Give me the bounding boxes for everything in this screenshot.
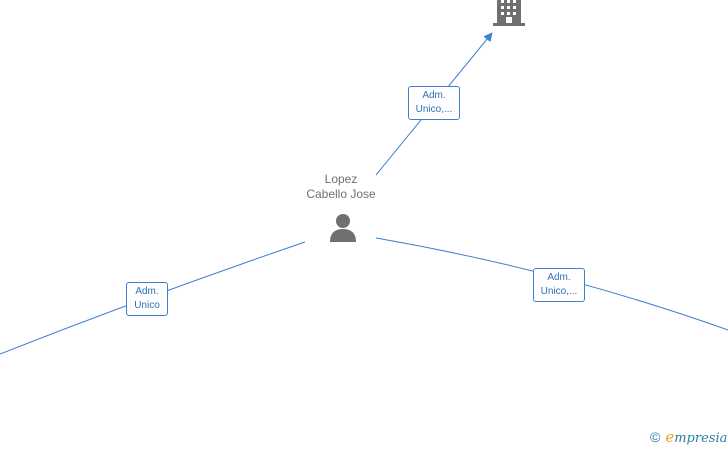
brand-name-rest: mpresia: [674, 431, 728, 446]
person-name[interactable]: Lopez Cabello Jose: [281, 172, 401, 202]
edge-label-right[interactable]: Adm. Unico,...: [533, 268, 585, 302]
copyright-symbol: ©: [650, 429, 661, 445]
edge-role-line2: Unico: [134, 300, 160, 311]
person-name-line2: Cabello Jose: [306, 187, 376, 201]
edge-role-line2: Unico,...: [540, 286, 578, 297]
brand-first-letter: e: [665, 428, 675, 446]
building-icon[interactable]: [491, 0, 527, 30]
person-name-line1: Lopez: [324, 172, 358, 186]
brand-logo: ©empresia: [650, 428, 727, 446]
edge-label-left[interactable]: Adm. Unico: [126, 282, 168, 316]
person-icon[interactable]: [327, 212, 359, 244]
edge-role-line1: Adm.: [547, 272, 571, 283]
edge-label-company[interactable]: Adm. Unico,...: [408, 86, 460, 120]
edge-role-line1: Adm.: [135, 286, 159, 297]
edge-role-line1: Adm.: [422, 90, 446, 101]
edge-role-line2: Unico,...: [415, 104, 453, 115]
